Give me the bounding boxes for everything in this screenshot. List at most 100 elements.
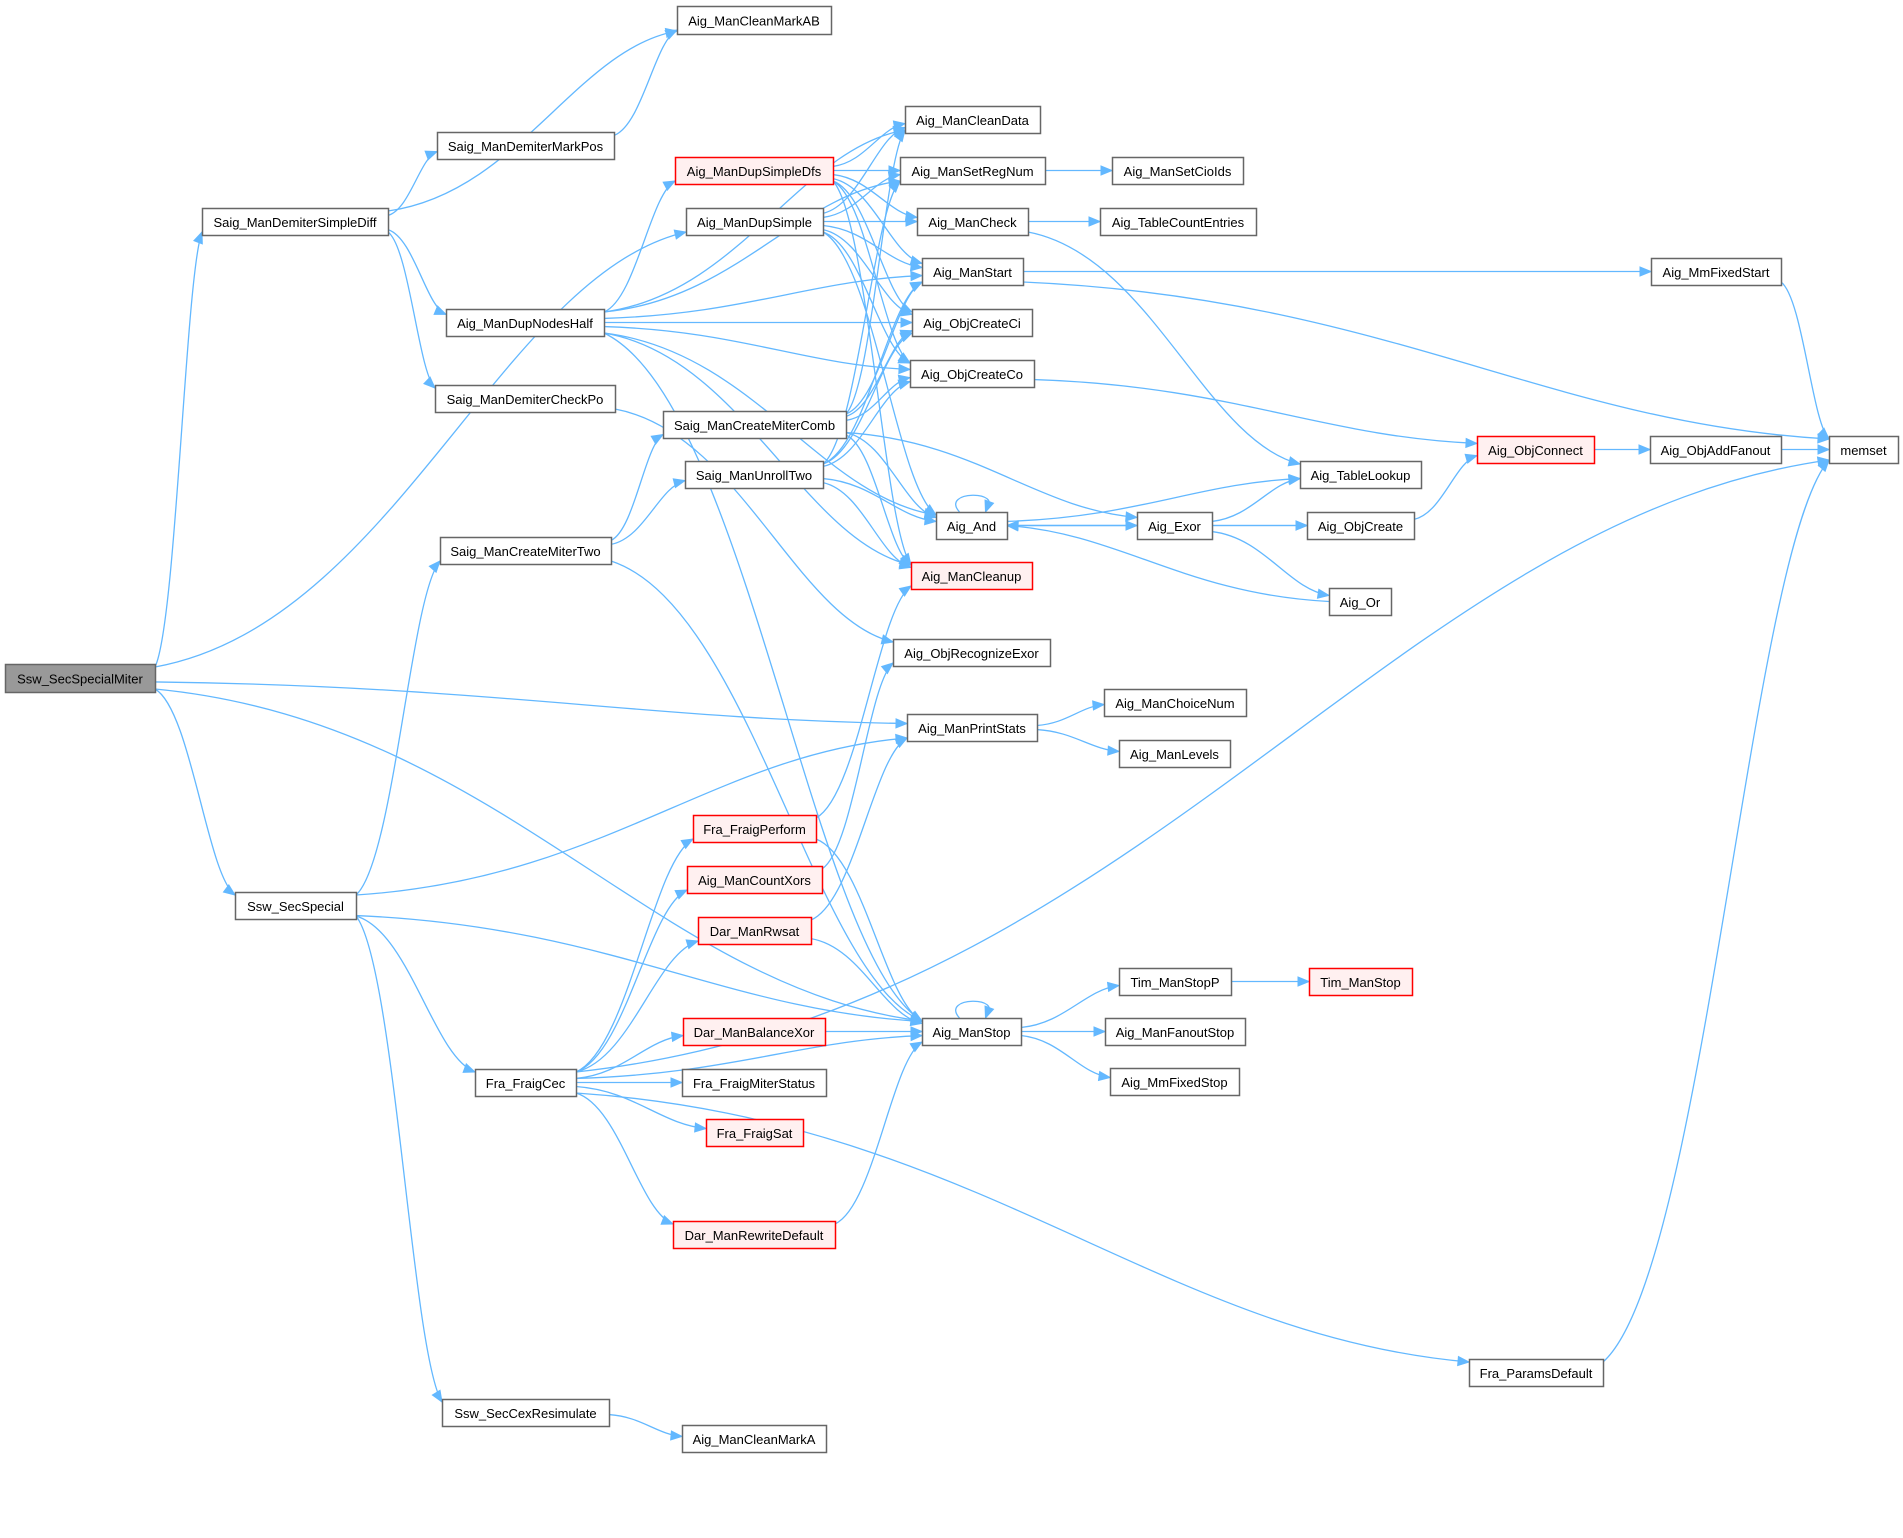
edge-aig-man-print-stats-to-aig-man-levels-arrowhead bbox=[1107, 745, 1121, 756]
node-aig-mm-fixed-start[interactable]: Aig_MmFixedStart bbox=[1650, 257, 1783, 287]
edge-aig-exor-to-aig-table-lookup bbox=[1211, 477, 1301, 523]
node-aig-man-start[interactable]: Aig_ManStart bbox=[921, 257, 1025, 287]
node-aig-man-count-xors[interactable]: Aig_ManCountXors bbox=[686, 865, 824, 895]
node-saig-man-create-miter-comb[interactable]: Saig_ManCreateMiterComb bbox=[662, 410, 848, 440]
node-label: Aig_ManPrintStats bbox=[918, 721, 1026, 736]
node-aig-man-levels[interactable]: Aig_ManLevels bbox=[1118, 739, 1232, 769]
node-label: Saig_ManDemiterSimpleDiff bbox=[213, 215, 376, 230]
node-fra-fraig-sat[interactable]: Fra_FraigSat bbox=[705, 1118, 805, 1148]
edge-fra-fraig-perform-to-aig-man-cleanup-arrowhead bbox=[898, 585, 913, 597]
node-aig-man-stop[interactable]: Aig_ManStop bbox=[921, 1017, 1023, 1047]
node-aig-obj-connect[interactable]: Aig_ObjConnect bbox=[1476, 435, 1596, 465]
node-box bbox=[662, 410, 848, 440]
node-box bbox=[474, 1068, 578, 1098]
edge-aig-man-dup-simple-to-aig-man-start-arrowhead bbox=[909, 260, 924, 272]
node-box bbox=[1476, 435, 1596, 465]
node-dar-man-rewrite-default[interactable]: Dar_ManRewriteDefault bbox=[672, 1220, 837, 1250]
edge-aig-man-start-to-memset bbox=[1022, 281, 1830, 440]
node-label: Dar_ManBalanceXor bbox=[694, 1025, 815, 1040]
edge-aig-obj-create-to-aig-obj-connect bbox=[1413, 454, 1478, 521]
edge-fra-fraig-cec-to-fra-fraig-sat bbox=[575, 1085, 707, 1130]
node-saig-man-demiter-simple-diff[interactable]: Saig_ManDemiterSimpleDiff bbox=[201, 207, 390, 237]
node-label: Aig_ObjCreate bbox=[1318, 519, 1403, 534]
node-label: Aig_ManSetCioIds bbox=[1124, 164, 1232, 179]
node-label: Fra_FraigMiterStatus bbox=[693, 1076, 816, 1091]
edge-fra-fraig-cec-to-fra-params-default bbox=[575, 1092, 1470, 1363]
edge-aig-man-dup-simple-dfs-to-aig-man-cleanup bbox=[832, 180, 912, 566]
node-aig-man-clean-mark-ab[interactable]: Aig_ManCleanMarkAB bbox=[676, 5, 833, 36]
edge-saig-man-unroll-two-to-aig-man-start-arrowhead bbox=[909, 281, 924, 292]
node-fra-fraig-cec[interactable]: Fra_FraigCec bbox=[474, 1068, 578, 1098]
node-aig-man-set-reg-num[interactable]: Aig_ManSetRegNum bbox=[899, 156, 1047, 186]
node-aig-man-clean-data[interactable]: Aig_ManCleanData bbox=[904, 105, 1042, 135]
node-aig-table-count-entries[interactable]: Aig_TableCountEntries bbox=[1099, 207, 1258, 237]
node-aig-obj-create-ci[interactable]: Aig_ObjCreateCi bbox=[911, 308, 1034, 338]
edge-aig-exor-to-aig-table-lookup-arrowhead bbox=[1287, 474, 1302, 486]
node-aig-man-dup-simple-dfs[interactable]: Aig_ManDupSimpleDfs bbox=[674, 156, 835, 186]
node-aig-obj-create-co[interactable]: Aig_ObjCreateCo bbox=[909, 359, 1036, 389]
edge-fra-fraig-cec-to-dar-man-rwsat bbox=[575, 940, 699, 1073]
node-aig-or[interactable]: Aig_Or bbox=[1328, 587, 1393, 617]
node-aig-man-cleanup[interactable]: Aig_ManCleanup bbox=[910, 561, 1034, 591]
node-ssw-sec-special-miter[interactable]: Ssw_SecSpecialMiter bbox=[4, 663, 157, 694]
node-dar-man-balance-xor[interactable]: Dar_ManBalanceXor bbox=[682, 1017, 827, 1047]
node-dar-man-rwsat[interactable]: Dar_ManRwsat bbox=[697, 916, 813, 946]
node-aig-and[interactable]: Aig_And bbox=[935, 511, 1009, 541]
edge-fra-fraig-cec-to-fra-fraig-sat-arrowhead bbox=[694, 1122, 708, 1133]
node-box bbox=[201, 207, 390, 237]
node-saig-man-demiter-check-po[interactable]: Saig_ManDemiterCheckPo bbox=[434, 384, 617, 414]
node-ssw-sec-special[interactable]: Ssw_SecSpecial bbox=[234, 891, 358, 921]
node-ssw-sec-cex-resimulate[interactable]: Ssw_SecCexResimulate bbox=[441, 1398, 611, 1428]
node-aig-man-clean-mark-a[interactable]: Aig_ManCleanMarkA bbox=[681, 1424, 828, 1454]
edge-ssw-sec-special-miter-to-aig-man-stop bbox=[154, 688, 923, 1022]
node-aig-man-dup-nodes-half[interactable]: Aig_ManDupNodesHalf bbox=[445, 308, 606, 338]
node-saig-man-create-miter-two[interactable]: Saig_ManCreateMiterTwo bbox=[439, 536, 613, 566]
node-box bbox=[910, 561, 1034, 591]
edge-aig-obj-add-fanout-to-memset-arrowhead bbox=[1817, 444, 1831, 455]
edge-aig-man-stop-to-tim-man-stop-p-arrowhead bbox=[1106, 981, 1121, 993]
node-label: Aig_ManCleanMarkAB bbox=[688, 14, 820, 29]
node-box bbox=[909, 359, 1036, 389]
node-aig-obj-create[interactable]: Aig_ObjCreate bbox=[1306, 511, 1416, 541]
edge-saig-man-demiter-simple-diff-to-aig-man-clean-mark-ab bbox=[387, 30, 678, 212]
node-box bbox=[1111, 156, 1245, 186]
edge-fra-fraig-perform-to-aig-man-cleanup bbox=[815, 585, 912, 819]
edge-aig-obj-create-co-to-aig-obj-connect-arrowhead bbox=[1465, 437, 1479, 449]
node-saig-man-demiter-mark-pos[interactable]: Saig_ManDemiterMarkPos bbox=[436, 131, 616, 161]
node-fra-params-default[interactable]: Fra_ParamsDefault bbox=[1468, 1358, 1605, 1388]
edge-saig-man-demiter-mark-pos-to-aig-man-clean-mark-ab-arrowhead bbox=[664, 29, 679, 40]
node-saig-man-unroll-two[interactable]: Saig_ManUnrollTwo bbox=[684, 460, 825, 490]
node-aig-man-choice-num[interactable]: Aig_ManChoiceNum bbox=[1103, 688, 1248, 718]
node-label: Aig_ManCleanup bbox=[922, 569, 1022, 584]
node-memset[interactable]: memset bbox=[1828, 435, 1900, 465]
node-aig-man-check[interactable]: Aig_ManCheck bbox=[916, 207, 1030, 237]
node-aig-mm-fixed-stop[interactable]: Aig_MmFixedStop bbox=[1109, 1067, 1241, 1097]
edge-saig-man-demiter-simple-diff-to-saig-man-demiter-mark-pos-arrowhead bbox=[424, 150, 439, 161]
edge-saig-man-create-miter-two-to-saig-man-unroll-two bbox=[610, 479, 686, 546]
node-fra-fraig-perform[interactable]: Fra_FraigPerform bbox=[692, 814, 818, 844]
node-label: Aig_ManChoiceNum bbox=[1115, 696, 1234, 711]
edge-aig-obj-create-to-aig-obj-connect-arrowhead bbox=[1464, 453, 1479, 464]
node-label: Saig_ManCreateMiterTwo bbox=[450, 544, 600, 559]
node-aig-obj-add-fanout[interactable]: Aig_ObjAddFanout bbox=[1649, 435, 1783, 465]
node-aig-man-fanout-stop[interactable]: Aig_ManFanoutStop bbox=[1104, 1017, 1247, 1047]
node-aig-man-set-cio-ids[interactable]: Aig_ManSetCioIds bbox=[1111, 156, 1245, 186]
node-box bbox=[935, 511, 1009, 541]
edge-ssw-sec-special-miter-to-ssw-sec-special bbox=[154, 688, 236, 896]
edge-saig-man-demiter-mark-pos-to-aig-man-clean-mark-ab bbox=[613, 29, 678, 137]
node-aig-man-dup-simple[interactable]: Aig_ManDupSimple bbox=[685, 207, 825, 237]
node-label: Fra_FraigPerform bbox=[703, 822, 806, 837]
node-tim-man-stop[interactable]: Tim_ManStop bbox=[1308, 967, 1414, 997]
node-box bbox=[686, 865, 824, 895]
node-tim-man-stop-p[interactable]: Tim_ManStopP bbox=[1118, 967, 1233, 997]
edge-aig-exor-to-aig-or bbox=[1211, 530, 1330, 597]
node-aig-exor[interactable]: Aig_Exor bbox=[1136, 511, 1214, 541]
node-aig-table-lookup[interactable]: Aig_TableLookup bbox=[1299, 460, 1423, 490]
node-aig-obj-recognize-exor[interactable]: Aig_ObjRecognizeExor bbox=[892, 638, 1052, 668]
edge-aig-man-print-stats-to-aig-man-choice-num-arrowhead bbox=[1092, 700, 1106, 711]
node-aig-man-print-stats[interactable]: Aig_ManPrintStats bbox=[906, 713, 1039, 743]
edge-saig-man-unroll-two-to-aig-man-set-reg-num-arrowhead bbox=[888, 180, 901, 193]
node-fra-fraig-miter-status[interactable]: Fra_FraigMiterStatus bbox=[681, 1068, 828, 1098]
edge-aig-exor-to-aig-or-arrowhead bbox=[1316, 588, 1331, 599]
